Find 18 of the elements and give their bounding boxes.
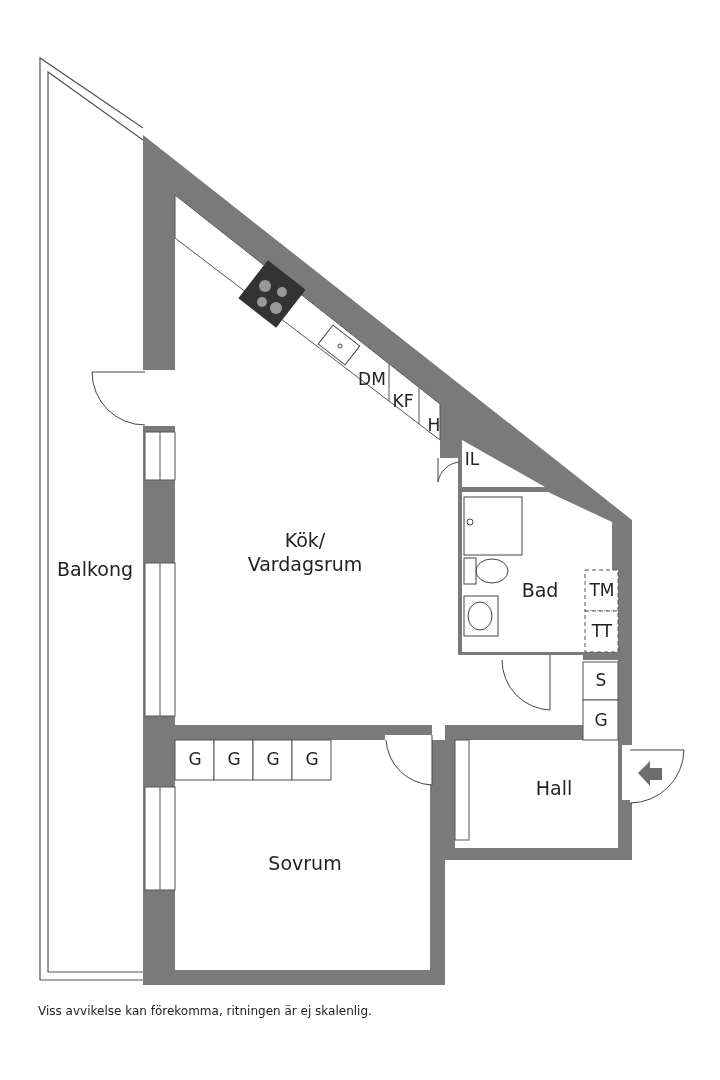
cabinet-label: S	[595, 670, 607, 692]
room-label: Hall	[535, 777, 573, 801]
room-label: Kök/ Vardagsrum	[246, 529, 364, 577]
cabinet-label: H	[427, 415, 441, 437]
cabinet-label: TT	[591, 621, 613, 643]
cabinet-label: G	[305, 749, 319, 771]
caption: Viss avvikelse kan förekomma, ritningen är ej skalenlig.	[38, 1004, 372, 1018]
room-label: IL	[464, 449, 480, 471]
cabinet-label: G	[227, 749, 241, 771]
room-label: Bad	[521, 579, 559, 603]
room-label: Sovrum	[268, 852, 342, 876]
cabinet-label: G	[188, 749, 202, 771]
cabinet-label: DM	[358, 369, 386, 391]
cabinet-label: G	[594, 710, 608, 732]
room-label: Balkong	[57, 558, 133, 582]
cabinet-label: TM	[589, 580, 615, 602]
cabinet-label: KF	[392, 391, 414, 413]
cabinet-label: G	[266, 749, 280, 771]
